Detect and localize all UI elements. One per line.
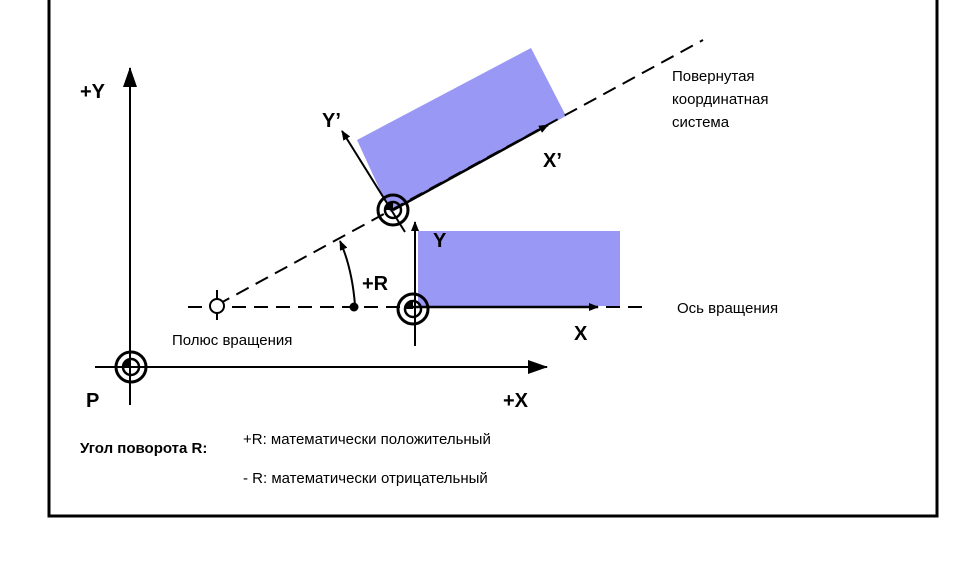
rotation-pole-icon	[209, 290, 225, 320]
rotated-x-axis	[392, 123, 549, 212]
rotated-system-label-1: Повернутая	[672, 68, 755, 85]
rotated-system-label-3: система	[672, 114, 730, 131]
plus-r-label: +R	[362, 273, 389, 295]
plus-y-label: +Y	[80, 81, 106, 103]
x-label: X	[574, 323, 588, 345]
legend-negative: - R: математически отрицательный	[243, 470, 488, 487]
rotation-axis-label: Ось вращения	[677, 300, 778, 317]
x-prime-label: X’	[543, 150, 562, 172]
rotation-pole-label: Полюс вращения	[172, 332, 292, 349]
plus-x-label: +X	[503, 390, 529, 412]
rotated-system-label-2: координатная	[672, 91, 768, 108]
p-label: P	[86, 390, 99, 412]
origin-target-icon	[114, 350, 148, 384]
y-prime-label: Y’	[322, 110, 341, 132]
y-label: Y	[433, 230, 447, 252]
rotated-target-icon	[376, 193, 410, 227]
workpiece-original	[418, 231, 620, 306]
legend-title: Угол поворота R:	[80, 440, 207, 457]
local-target-icon	[396, 292, 430, 326]
legend-positive: +R: математически положительный	[243, 431, 491, 448]
workpiece-rotated	[357, 48, 566, 212]
frame	[47, 0, 939, 518]
rotated-y-axis	[341, 130, 406, 233]
angle-dot	[349, 302, 359, 312]
angle-arc	[339, 240, 356, 306]
